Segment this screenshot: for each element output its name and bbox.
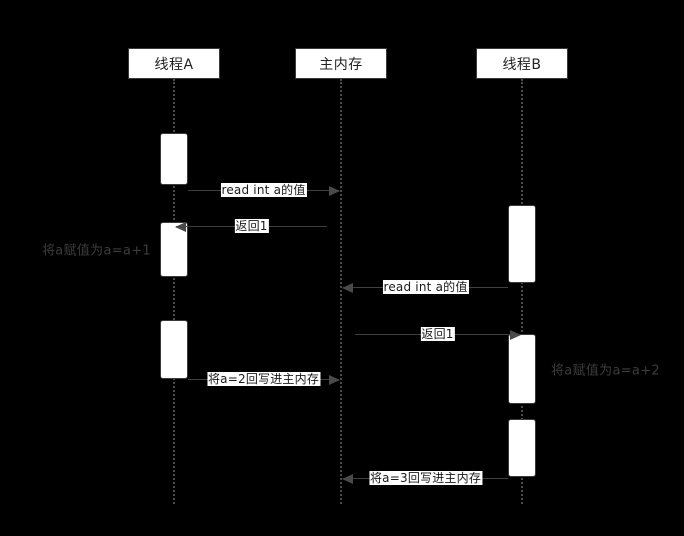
participant-threadB: 线程B — [476, 48, 568, 79]
message-label: 将a=3回写进主内存 — [368, 471, 483, 485]
activation-bar-threadA — [160, 320, 188, 379]
note-annotation: 将a赋值为a=a+1 — [42, 243, 151, 259]
arrowhead-left-icon — [175, 222, 186, 232]
arrowhead-right-icon — [329, 375, 340, 385]
message-label: 将a=2回写进主内存 — [206, 372, 321, 386]
message-label: read int a的值 — [220, 183, 307, 197]
activation-bar-threadA — [160, 133, 188, 185]
note-annotation: 将a赋值为a=a+2 — [551, 363, 660, 379]
participant-threadA: 线程A — [128, 48, 220, 79]
arrowhead-left-icon — [342, 283, 353, 293]
activation-bar-threadB — [508, 334, 536, 404]
lifeline-threadB — [521, 79, 523, 504]
activation-bar-threadB — [508, 205, 536, 283]
arrowhead-left-icon — [342, 474, 353, 484]
activation-bar-threadB — [508, 419, 536, 477]
arrowhead-right-icon — [329, 186, 340, 196]
lifeline-threadA — [173, 79, 175, 504]
participant-label: 主内存 — [319, 56, 363, 73]
participant-label: 线程B — [502, 56, 542, 73]
participant-label: 线程A — [154, 56, 194, 73]
message-label: 返回1 — [234, 219, 269, 233]
participant-mainMemory: 主内存 — [295, 48, 387, 79]
message-label: read int a的值 — [382, 280, 469, 294]
message-label: 返回1 — [420, 327, 455, 341]
arrowhead-right-icon — [510, 330, 521, 340]
lifeline-mainMemory — [340, 79, 342, 504]
